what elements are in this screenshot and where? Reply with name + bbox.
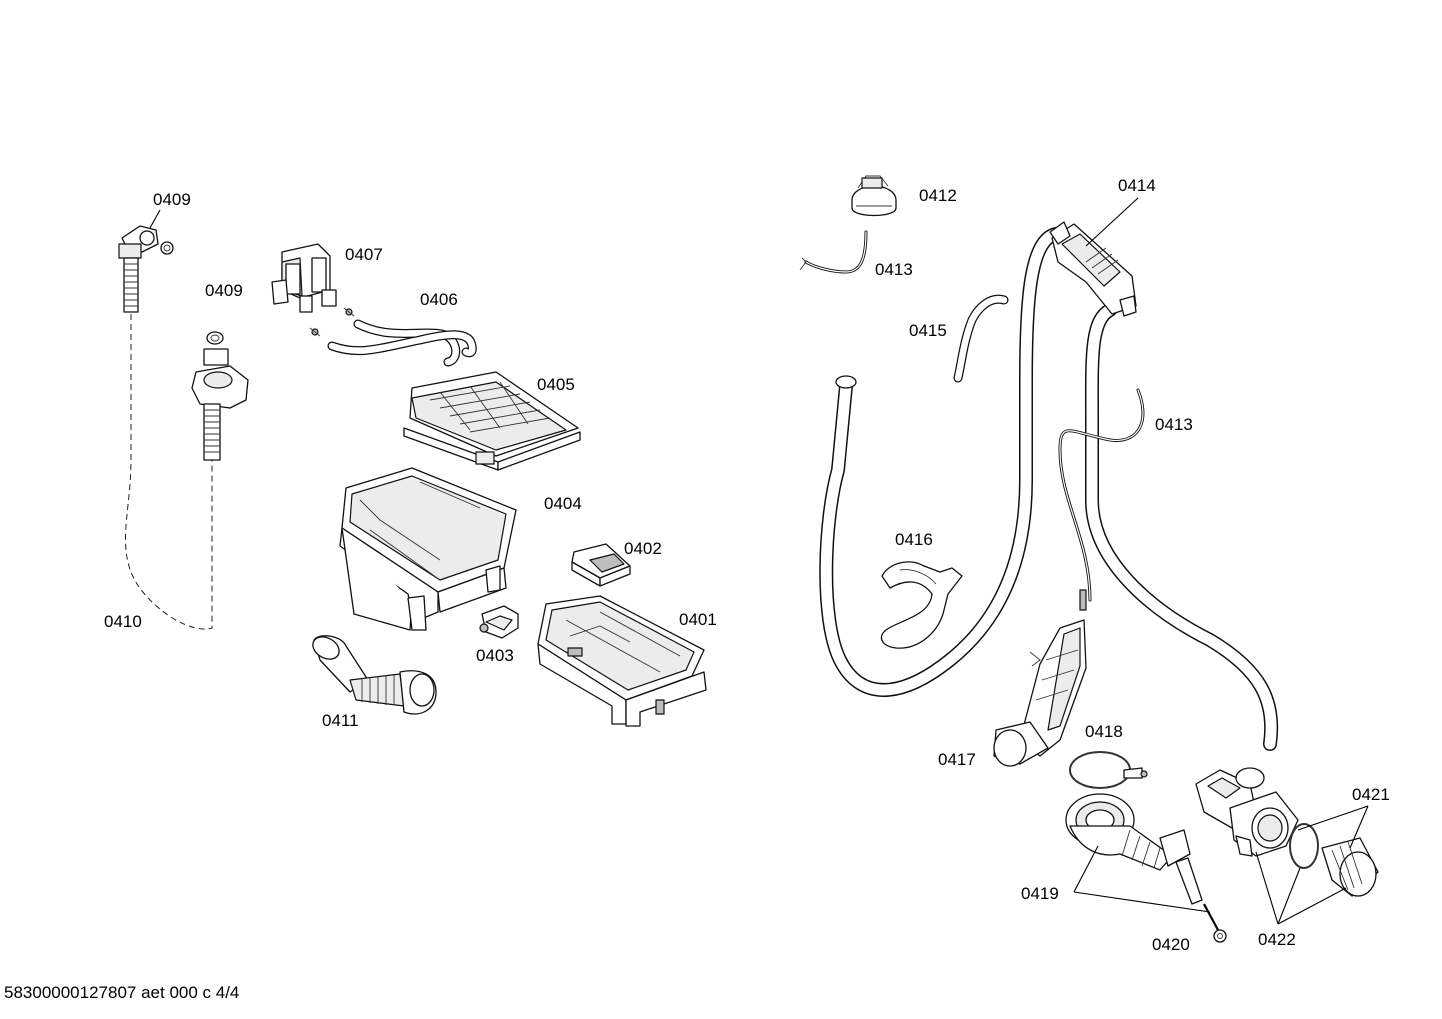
label-0409-top: 0409 [153, 190, 191, 209]
label-0405: 0405 [537, 375, 575, 394]
label-0419: 0419 [1021, 884, 1059, 903]
part-0409-washer [206, 331, 224, 345]
part-0412-pressure-switch [851, 175, 897, 217]
label-0401: 0401 [679, 610, 717, 629]
label-0415: 0415 [909, 321, 947, 340]
label-0412: 0412 [919, 186, 957, 205]
part-0416-hose-clip [880, 561, 963, 649]
part-0415-small-hose [953, 294, 1009, 383]
label-0409-mid: 0409 [205, 281, 243, 300]
part-0401-drawer [537, 595, 707, 727]
label-0413-mid: 0413 [1155, 415, 1193, 434]
part-0403-knob [479, 605, 519, 639]
label-0418: 0418 [1085, 722, 1123, 741]
part-0410-inlet-hose [125, 314, 249, 630]
part-0420-screw [1203, 903, 1227, 943]
label-0413-top: 0413 [875, 260, 913, 279]
label-0416: 0416 [895, 530, 933, 549]
part-0413-pressure-hose-top [799, 230, 868, 274]
part-0418-clamp [1069, 751, 1148, 789]
footer-code: 58300000127807 aet 000 c 4/4 [4, 983, 239, 1002]
label-0417: 0417 [938, 750, 976, 769]
label-0406: 0406 [420, 290, 458, 309]
part-0406-hoses [327, 319, 477, 367]
label-0410: 0410 [104, 612, 142, 631]
label-0402: 0402 [624, 539, 662, 558]
label-0422: 0422 [1258, 930, 1296, 949]
part-0405-flush-insert [403, 371, 581, 471]
part-0402-insert [571, 543, 631, 587]
part-0404-drawer-housing [339, 467, 517, 631]
label-0403: 0403 [476, 646, 514, 665]
label-0404: 0404 [544, 494, 582, 513]
part-0417-drain-tube [993, 589, 1087, 767]
label-0421: 0421 [1352, 785, 1390, 804]
label-0420: 0420 [1152, 935, 1190, 954]
part-0421-drain-pump [1195, 767, 1379, 925]
part-0409-inlet-elbow [118, 209, 174, 313]
part-0414-hose-assembly [819, 197, 1279, 751]
label-0411: 0411 [322, 711, 359, 730]
part-0407-valve [271, 243, 355, 337]
label-0407: 0407 [345, 245, 383, 264]
part-0419-sump-hose [1065, 793, 1203, 905]
label-0414: 0414 [1118, 176, 1156, 195]
part-0411-bellows [312, 635, 437, 715]
part-0413-pressure-hose-mid [1058, 388, 1145, 602]
